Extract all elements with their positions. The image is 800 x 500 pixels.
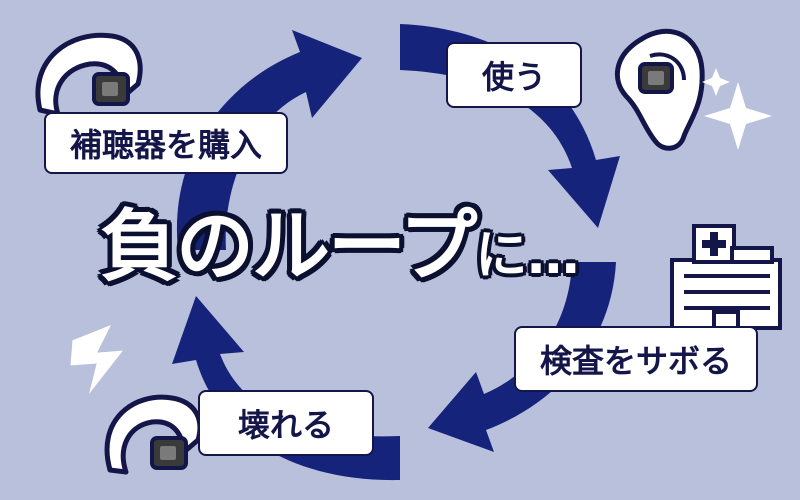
headline-main: 負のループ (100, 202, 477, 292)
arrow-skip-to-break (428, 262, 616, 452)
step-break-label: 壊れる (237, 406, 334, 444)
step-break: 壊れる (198, 390, 374, 456)
hearing-aid-icon (35, 32, 143, 117)
headline: 負のループに… (100, 192, 720, 302)
step-use: 使う (446, 42, 582, 108)
sparkle-icon (702, 68, 772, 150)
step-skip-checkup: 検査をサボる (514, 326, 758, 392)
step-buy-hearing-aid: 補聴器を購入 (44, 112, 288, 174)
arrow-buy-to-use (176, 30, 362, 250)
hospital-icon (670, 224, 782, 330)
step-buy-label: 補聴器を購入 (69, 126, 262, 164)
broken-hearing-aid-icon (104, 394, 203, 475)
ear-with-hearing-aid-icon (615, 28, 705, 151)
step-use-label: 使う (481, 58, 546, 96)
arrow-break-to-buy (172, 296, 400, 481)
lightning-icon (69, 323, 126, 397)
headline-sub: に… (475, 226, 580, 286)
step-skip-label: 検査をサボる (539, 342, 732, 380)
